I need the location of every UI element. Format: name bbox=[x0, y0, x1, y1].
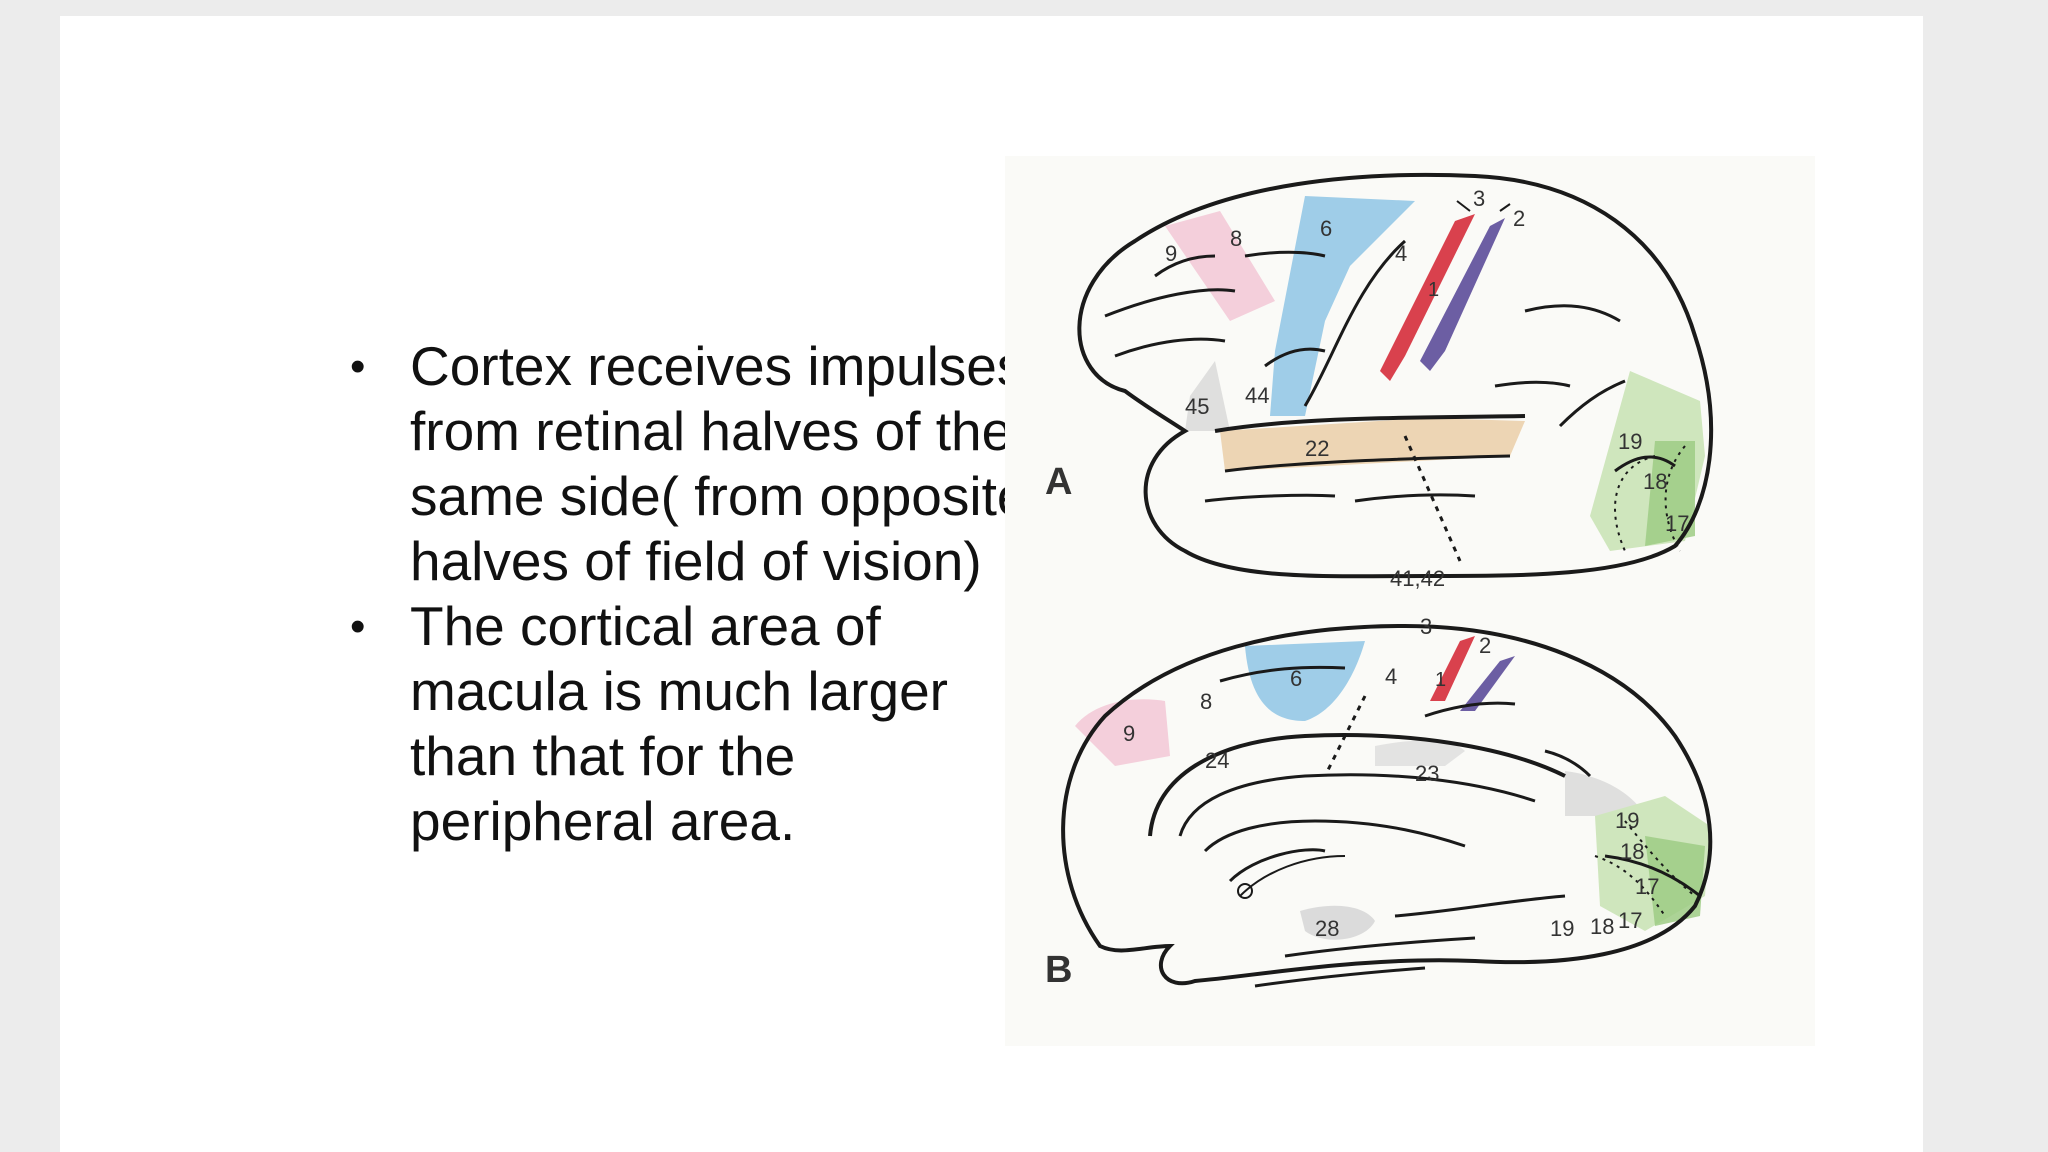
area-label: 3 bbox=[1420, 614, 1432, 639]
area-label: 6 bbox=[1290, 666, 1302, 691]
panel-a-lateral-brain bbox=[1077, 172, 1714, 579]
area-label: 2 bbox=[1479, 633, 1491, 658]
area-label: 23 bbox=[1415, 761, 1439, 786]
area-label: 1 bbox=[1435, 669, 1446, 691]
area-label: 19 bbox=[1615, 808, 1639, 833]
area-label: 8 bbox=[1230, 226, 1242, 251]
bullet-icon: • bbox=[350, 602, 366, 651]
area-label: 6 bbox=[1320, 216, 1332, 241]
area-label: 9 bbox=[1165, 241, 1177, 266]
slide: • Cortex receives impulses from retinal … bbox=[60, 16, 1923, 1152]
area-label: 1 bbox=[1428, 279, 1439, 301]
area-label: 4 bbox=[1395, 241, 1407, 266]
panel-a-label: A bbox=[1045, 461, 1072, 503]
bullet-text: Cortex receives impulses from retinal ha… bbox=[410, 335, 1028, 592]
area-label: 44 bbox=[1245, 383, 1269, 408]
area-label: 9 bbox=[1123, 721, 1135, 746]
bullet-item: • The cortical area of macula is much la… bbox=[350, 594, 1050, 854]
area-label: 17 bbox=[1618, 908, 1642, 933]
area-label: 19 bbox=[1618, 429, 1642, 454]
area-label: 8 bbox=[1200, 689, 1212, 714]
brain-diagram: A 9 8 6 4 3 2 1 45 44 22 41,42 19 18 17 bbox=[1005, 156, 1815, 1046]
bullet-text: The cortical area of macula is much larg… bbox=[410, 595, 948, 852]
bullet-item: • Cortex receives impulses from retinal … bbox=[350, 334, 1050, 594]
area-label: 3 bbox=[1473, 186, 1485, 211]
area-label: 22 bbox=[1305, 436, 1329, 461]
area-label: 41,42 bbox=[1390, 566, 1445, 591]
area-label: 18 bbox=[1620, 839, 1644, 864]
area-label: 2 bbox=[1513, 206, 1525, 231]
bullet-list: • Cortex receives impulses from retinal … bbox=[350, 334, 1050, 854]
area-label: 18 bbox=[1643, 469, 1667, 494]
panel-b-label: B bbox=[1045, 949, 1072, 991]
bullet-icon: • bbox=[350, 342, 366, 391]
area-label: 4 bbox=[1385, 664, 1397, 689]
area-label: 17 bbox=[1665, 511, 1689, 536]
area-label: 19 bbox=[1550, 916, 1574, 941]
area-label: 24 bbox=[1205, 748, 1229, 773]
area-label: 28 bbox=[1315, 916, 1339, 941]
area-label: 17 bbox=[1635, 874, 1659, 899]
area-label: 45 bbox=[1185, 394, 1209, 419]
area-label: 18 bbox=[1590, 914, 1614, 939]
panel-b-medial-brain bbox=[1061, 623, 1713, 988]
